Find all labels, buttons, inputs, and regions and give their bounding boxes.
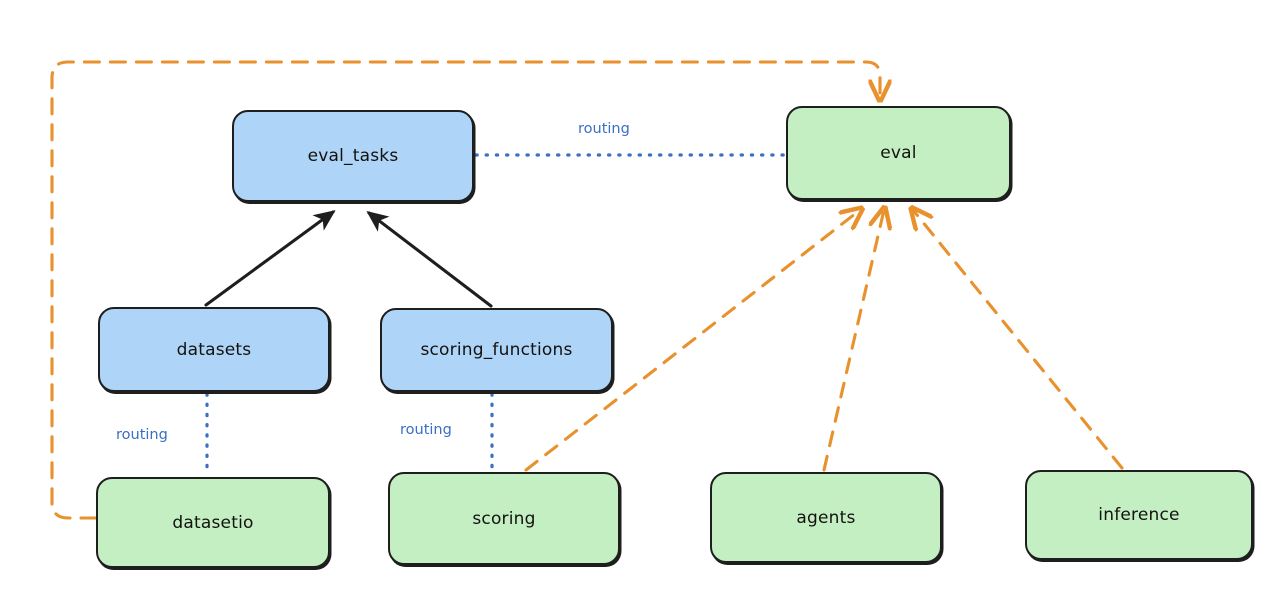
node-label-agents: agents xyxy=(796,507,856,528)
node-label-inference: inference xyxy=(1098,505,1180,525)
node-datasetio[interactable]: datasetio xyxy=(96,477,330,568)
node-label-eval_tasks: eval_tasks xyxy=(307,146,399,166)
edge-label-routing-datasets-datasetio: routing xyxy=(116,427,168,443)
edge-agents-to-eval xyxy=(822,210,884,472)
edge-scoring_functions-to-eval_tasks xyxy=(366,211,493,308)
node-scoring_functions[interactable]: scoring_functions xyxy=(380,308,613,392)
node-label-eval: eval xyxy=(880,143,917,163)
node-label-scoring_functions: scoring_functions xyxy=(420,340,573,360)
node-label-datasetio: datasetio xyxy=(172,512,254,533)
node-eval[interactable]: eval xyxy=(786,106,1011,200)
node-label-datasets: datasets xyxy=(176,339,252,360)
node-label-scoring: scoring xyxy=(472,508,536,529)
node-scoring[interactable]: scoring xyxy=(388,472,620,565)
edge-label-routing-eval_tasks-eval: routing xyxy=(578,121,630,137)
edge-inference-to-eval xyxy=(913,210,1124,470)
edge-datasets-to-eval_tasks xyxy=(204,210,336,307)
node-datasets[interactable]: datasets xyxy=(98,307,330,392)
node-eval_tasks[interactable]: eval_tasks xyxy=(232,110,474,202)
edge-label-routing-scoring_functions-scoring: routing xyxy=(400,422,452,438)
node-inference[interactable]: inference xyxy=(1025,470,1253,560)
node-agents[interactable]: agents xyxy=(710,472,942,563)
